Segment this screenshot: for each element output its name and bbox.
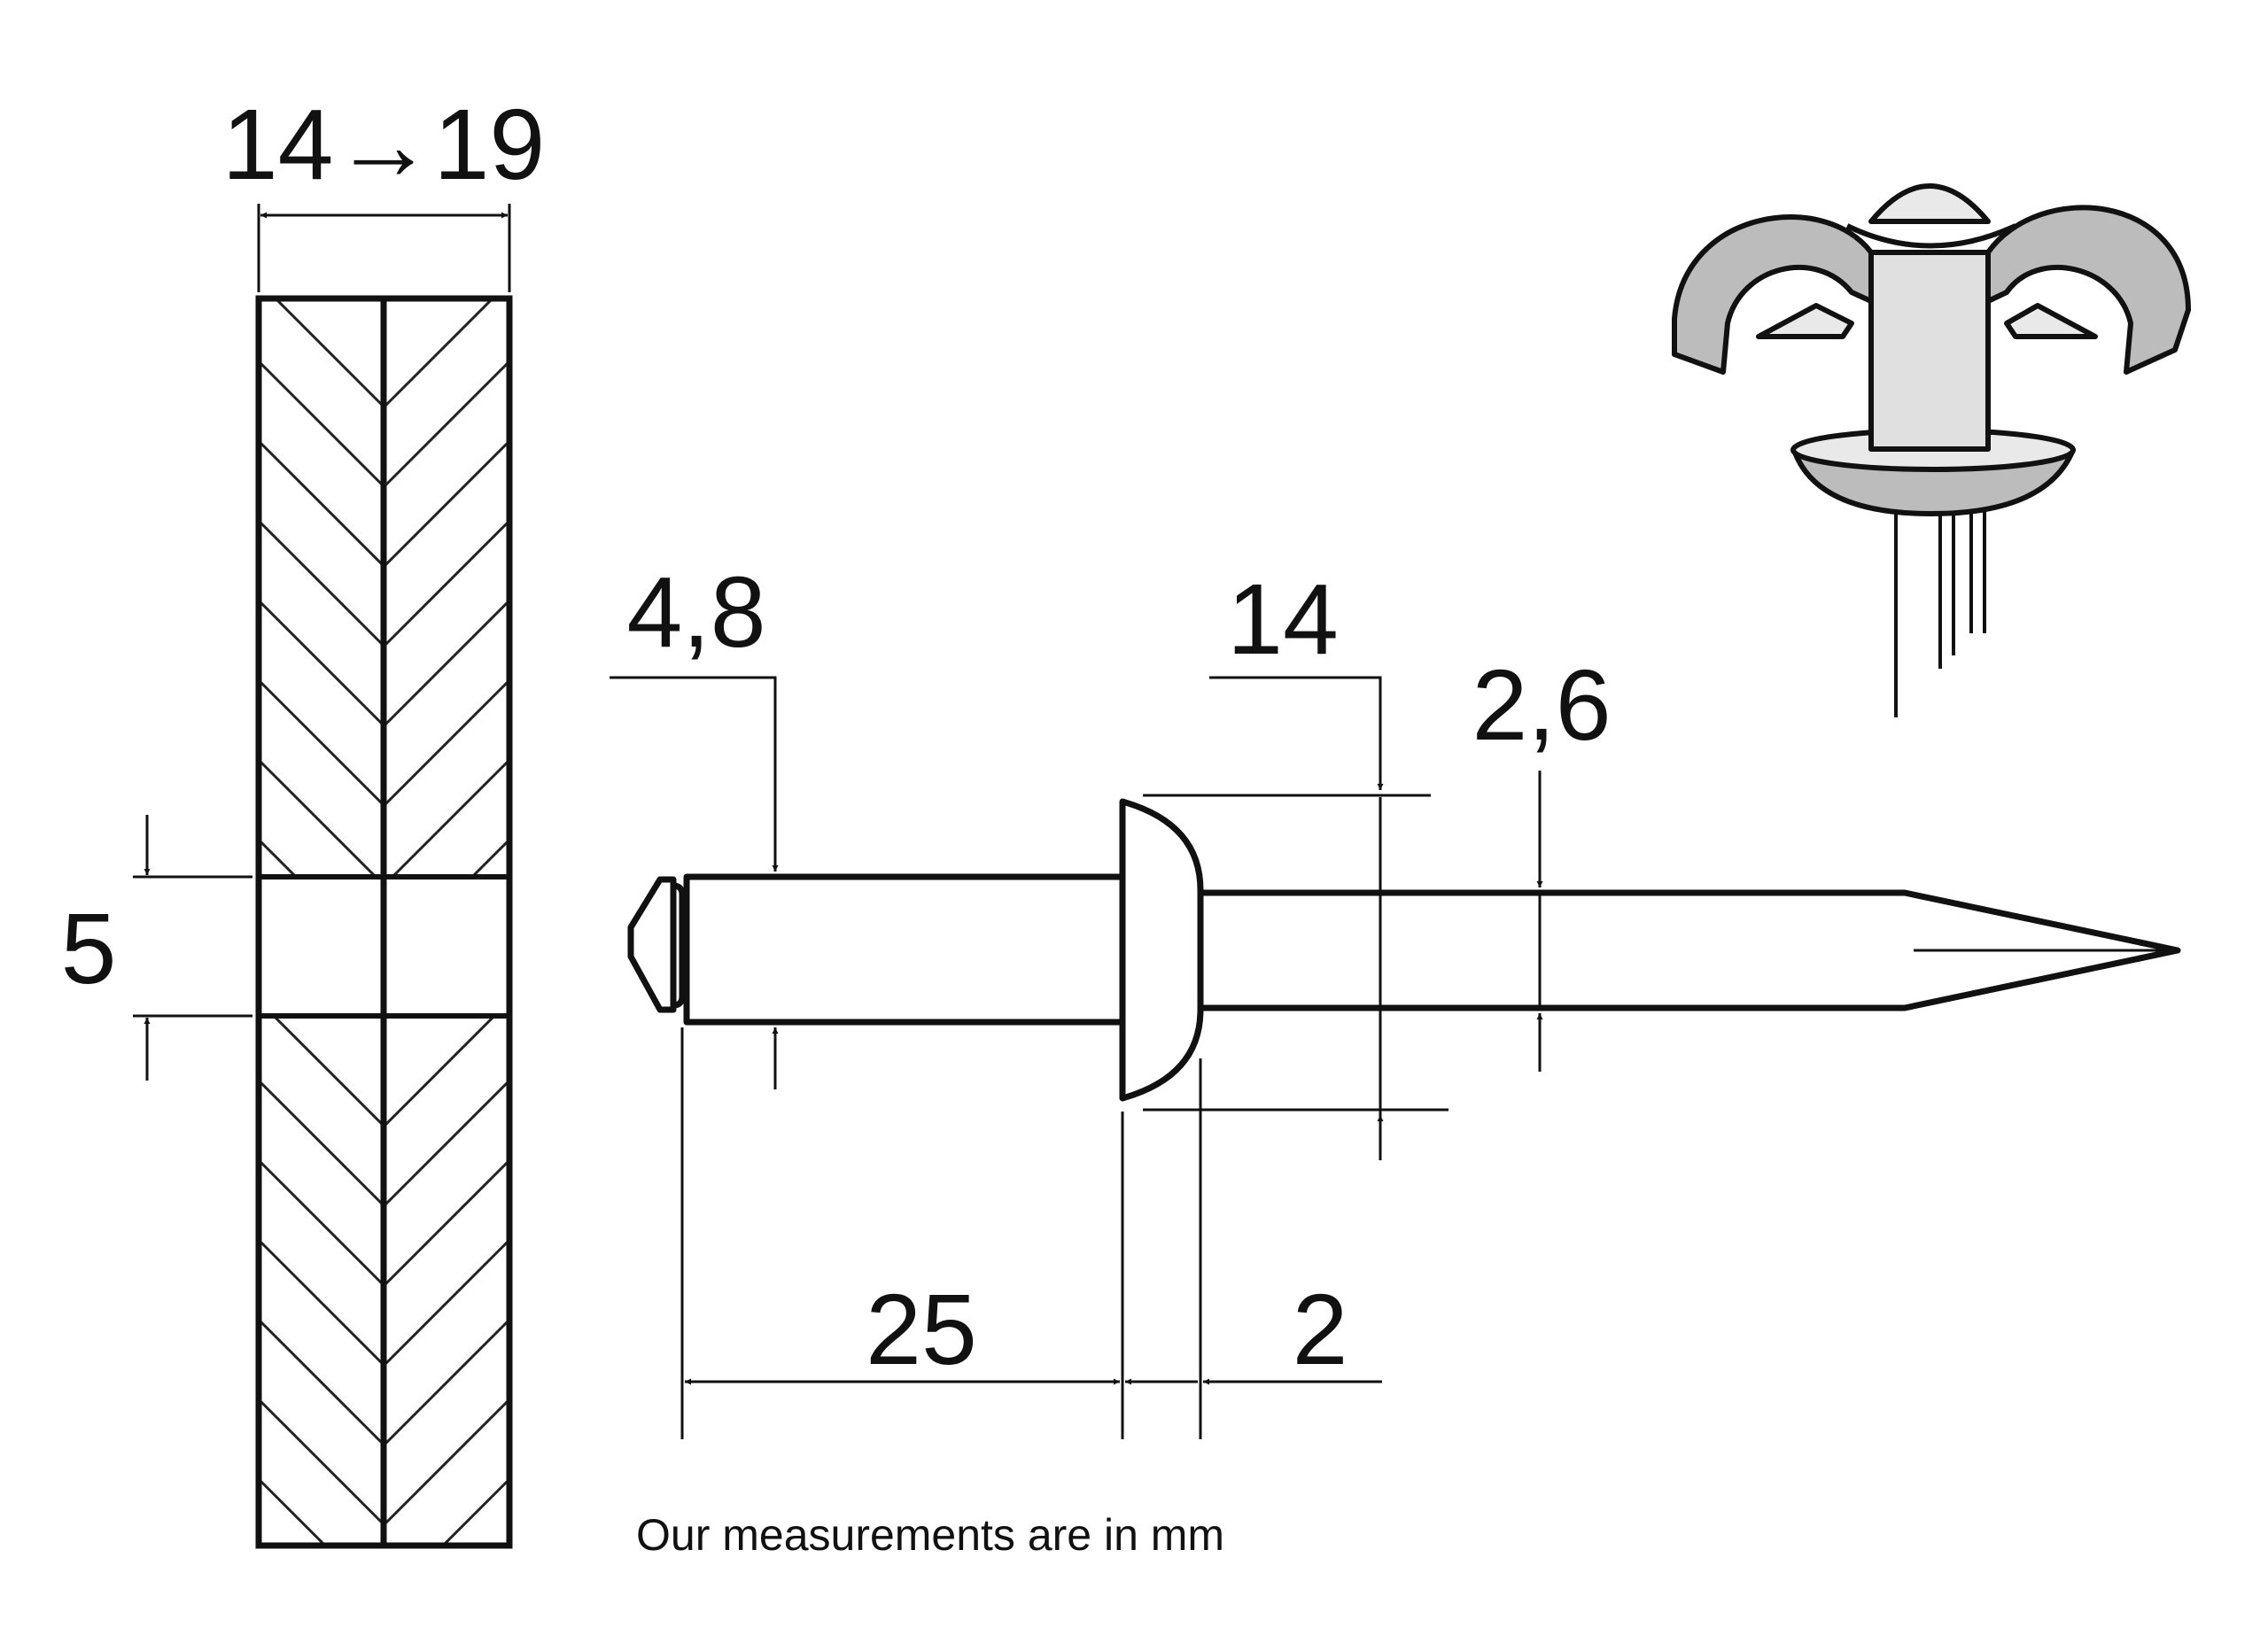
units-note: Our measurements are in mm <box>636 1510 1224 1560</box>
rivet-body <box>683 873 1126 1026</box>
hole-diameter-label: 5 <box>61 893 117 1004</box>
rivet-side-view <box>627 798 2181 1102</box>
body-length-dimension <box>680 1027 1202 1439</box>
rivet-3d-left-arm <box>1672 214 1874 375</box>
rivet-3d-right-arm <box>1985 205 2191 375</box>
head-height-label: 2 <box>1293 1274 1348 1385</box>
head-diameter-dimension <box>1143 676 1449 1160</box>
rivet-3d-stem <box>1868 250 1991 452</box>
panel-thickness-dimension <box>257 204 511 292</box>
mandrel-head <box>627 876 677 1013</box>
body-diameter-dimension <box>610 676 779 1089</box>
body-length-label: 25 <box>866 1274 977 1385</box>
mandrel-shaft <box>1200 889 2181 1011</box>
rivet-3d-right-slot <box>2004 303 2098 339</box>
head-diameter-label: 14 <box>1227 563 1339 675</box>
mandrel-wires <box>1894 492 1986 717</box>
panel-thickness-label: 14→19 <box>222 89 545 200</box>
rivet-3d-crown <box>1845 223 2017 249</box>
rivet-head <box>1119 798 1204 1102</box>
rivet-3d-dome <box>1868 183 1991 224</box>
panel-hatching-bottom <box>259 1016 509 1546</box>
mandrel-diameter-label: 2,6 <box>1472 649 1611 761</box>
hole-diameter-dimension <box>133 815 252 1081</box>
panel-hatching-top <box>259 298 509 877</box>
panel-cross-section <box>255 295 513 1549</box>
rivet-3d-illustration <box>1672 183 2191 717</box>
mandrel-collar <box>672 882 686 1009</box>
rivet-3d-left-slot <box>1756 303 1854 339</box>
body-diameter-label: 4,8 <box>626 556 765 668</box>
